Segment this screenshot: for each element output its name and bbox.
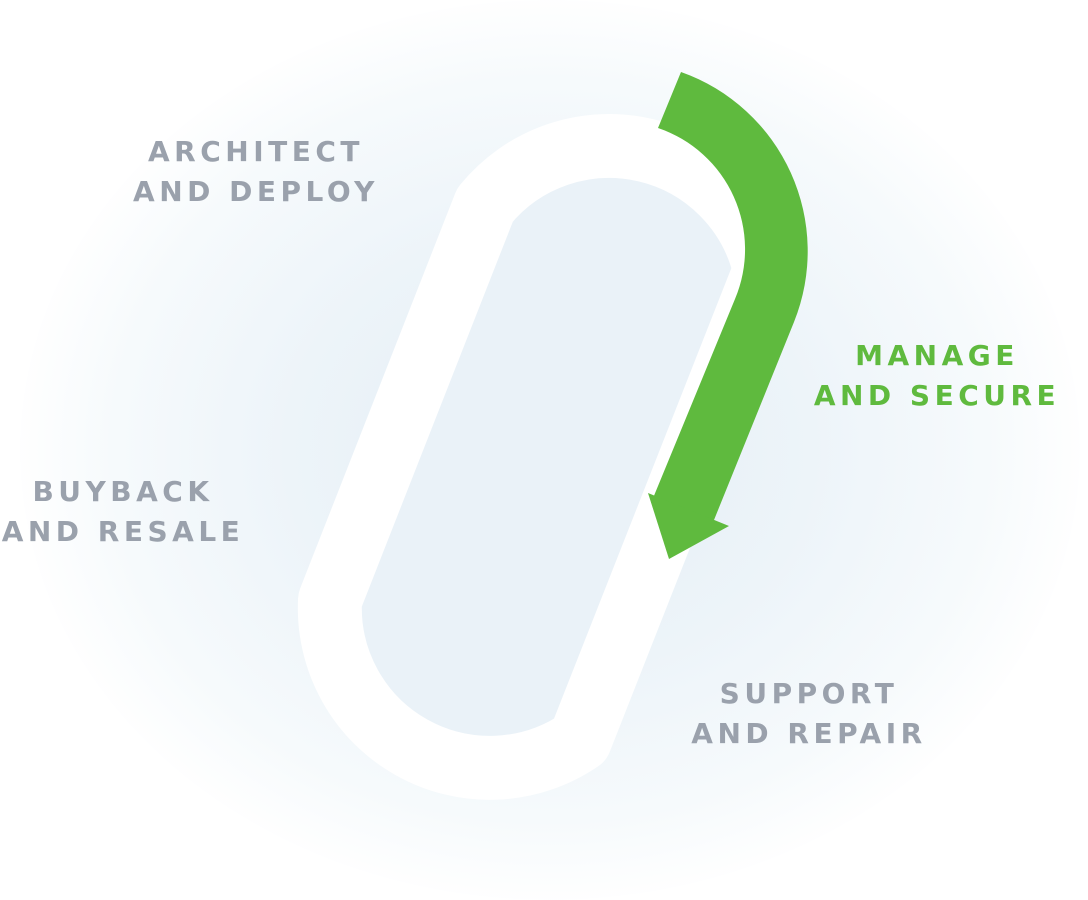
loop-track	[297, 114, 797, 800]
curved-arrow-icon	[648, 72, 808, 559]
stage-label-line2: AND REPAIR	[691, 717, 927, 750]
arrow-head	[648, 493, 729, 559]
stage-label-line2: AND RESALE	[1, 515, 245, 548]
loop-inner-fill	[329, 145, 765, 768]
stage-label-architect-deploy: ARCHITECT AND DEPLOY	[126, 132, 386, 212]
stage-label-line2: AND SECURE	[813, 379, 1061, 412]
stage-label-line1: MANAGE	[855, 339, 1019, 372]
stage-label-line1: SUPPORT	[719, 677, 899, 710]
stage-label-support-repair: SUPPORT AND REPAIR	[684, 674, 934, 754]
stage-label-line1: BUYBACK	[32, 475, 214, 508]
stage-label-manage-secure: MANAGE AND SECURE	[808, 336, 1066, 416]
stage-label-line1: ARCHITECT	[147, 135, 364, 168]
arrow-body	[651, 72, 808, 520]
stage-label-line2: AND DEPLOY	[133, 175, 379, 208]
stage-label-buyback-resale: BUYBACK AND RESALE	[0, 472, 246, 552]
